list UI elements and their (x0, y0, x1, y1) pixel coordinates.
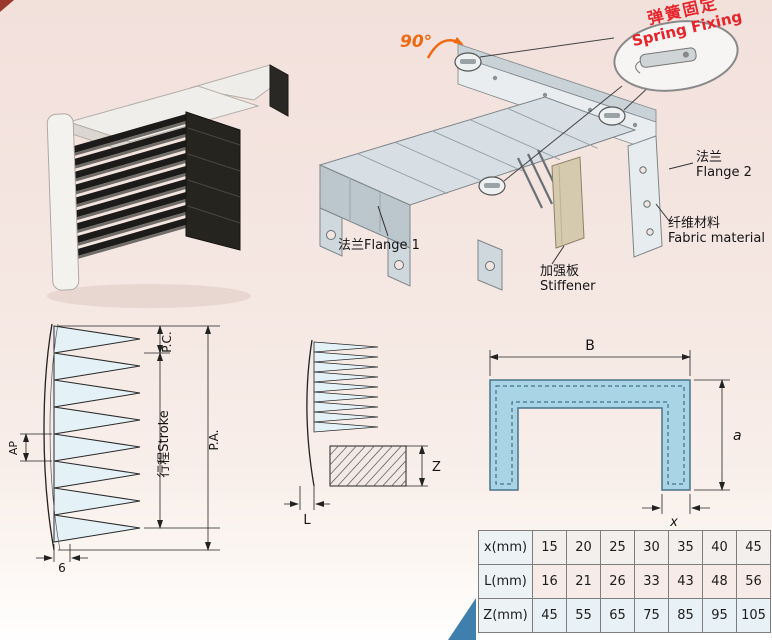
cover-body (318, 96, 637, 249)
stiffener-plate (551, 156, 585, 249)
pitch-6-label: 6 (58, 561, 66, 575)
rotation-arrow (426, 36, 464, 59)
compressed-spine (306, 339, 315, 487)
fabric-material-label: 纤维材料 Fabric material (668, 216, 765, 247)
bellows-pleats (74, 114, 186, 260)
dimension-value-cell: 45 (532, 598, 567, 633)
flange1-label: 法兰Flange 1 (338, 238, 420, 253)
hatched-block (329, 445, 407, 487)
dimension-value-cell: 55 (566, 598, 601, 633)
dimension-value-cell: 65 (600, 598, 635, 633)
b-dimension-label: B (585, 338, 595, 354)
pleat-spine (43, 323, 55, 551)
dimension-value-cell: 75 (634, 598, 669, 633)
dimension-value-cell: 56 (736, 564, 771, 599)
flange2-part (627, 135, 663, 258)
z-dimension-label: Z (432, 460, 441, 475)
dimension-lines (284, 445, 428, 510)
mounting-legs (319, 207, 503, 291)
x-dimension-label: x (669, 515, 678, 530)
dimension-value-cell: 33 (634, 564, 669, 599)
bellows-top-cover (67, 64, 289, 154)
bellows-side-panel (46, 113, 80, 291)
channel-inner-dashed (495, 385, 685, 485)
bellows-photo (46, 64, 289, 308)
dimension-lines (20, 325, 220, 562)
dimension-value-cell: 26 (600, 564, 635, 599)
row-header-cell: Z(mm) (478, 598, 533, 633)
dimension-value-cell: 15 (532, 530, 567, 565)
angle-90-label: 90° (400, 32, 433, 52)
row-header-cell: x(mm) (478, 530, 533, 565)
compressed-pleats (313, 341, 379, 433)
dimension-value-cell: 45 (736, 530, 771, 565)
flange2-label-en: Flange 2 (696, 165, 752, 181)
stroke-diagram: P.C. 行程Stroke P.A. AP 6 (7, 323, 221, 575)
pc-dimension-label: P.C. (160, 331, 174, 352)
stroke-dimension-label: 行程Stroke (157, 410, 172, 477)
decor-blue-wedge (448, 598, 476, 640)
dimension-lines (489, 350, 730, 514)
l-dimension-label: L (303, 513, 311, 528)
dimension-value-cell: 30 (634, 530, 669, 565)
spring-clips (454, 52, 626, 196)
dimension-value-cell: 40 (702, 530, 737, 565)
bellows-end-cap (185, 111, 241, 251)
fabric-label-en: Fabric material (668, 231, 765, 247)
dimension-value-cell: 85 (668, 598, 703, 633)
pleat-spine-inner (49, 323, 61, 551)
pleat-profile (53, 325, 141, 543)
stiffener-label: 加强板 Stiffener (540, 264, 596, 295)
stiffener-label-cn: 加强板 (540, 264, 580, 279)
dimension-value-cell: 48 (702, 564, 737, 599)
dimension-value-cell: 20 (566, 530, 601, 565)
flange2-label-cn: 法兰 (696, 150, 723, 165)
spring-fixing-callout (613, 20, 739, 92)
channel-profile (489, 379, 691, 491)
channel-section-diagram: B a x (489, 338, 742, 530)
compressed-diagram: Z L (284, 339, 441, 528)
dimension-value-cell: 43 (668, 564, 703, 599)
dimension-value-cell: 16 (532, 564, 567, 599)
flange2-label: 法兰 Flange 2 (696, 150, 752, 181)
ap-dimension-label: AP (7, 441, 20, 456)
dimension-value-cell: 35 (668, 530, 703, 565)
fabric-label-cn: 纤维材料 (668, 216, 721, 231)
dimension-value-cell: 95 (702, 598, 737, 633)
stiffener-label-en: Stiffener (540, 279, 596, 295)
exploded-view (318, 20, 739, 291)
page-corner-accent (0, 0, 14, 12)
dimension-value-cell: 21 (566, 564, 601, 599)
label-leaders (377, 162, 694, 265)
row-header-cell: L(mm) (478, 564, 533, 599)
a-dimension-label: a (733, 428, 742, 444)
dimension-value-cell: 25 (600, 530, 635, 565)
dimension-value-cell: 105 (736, 598, 771, 633)
pa-dimension-label: P.A. (207, 430, 221, 451)
